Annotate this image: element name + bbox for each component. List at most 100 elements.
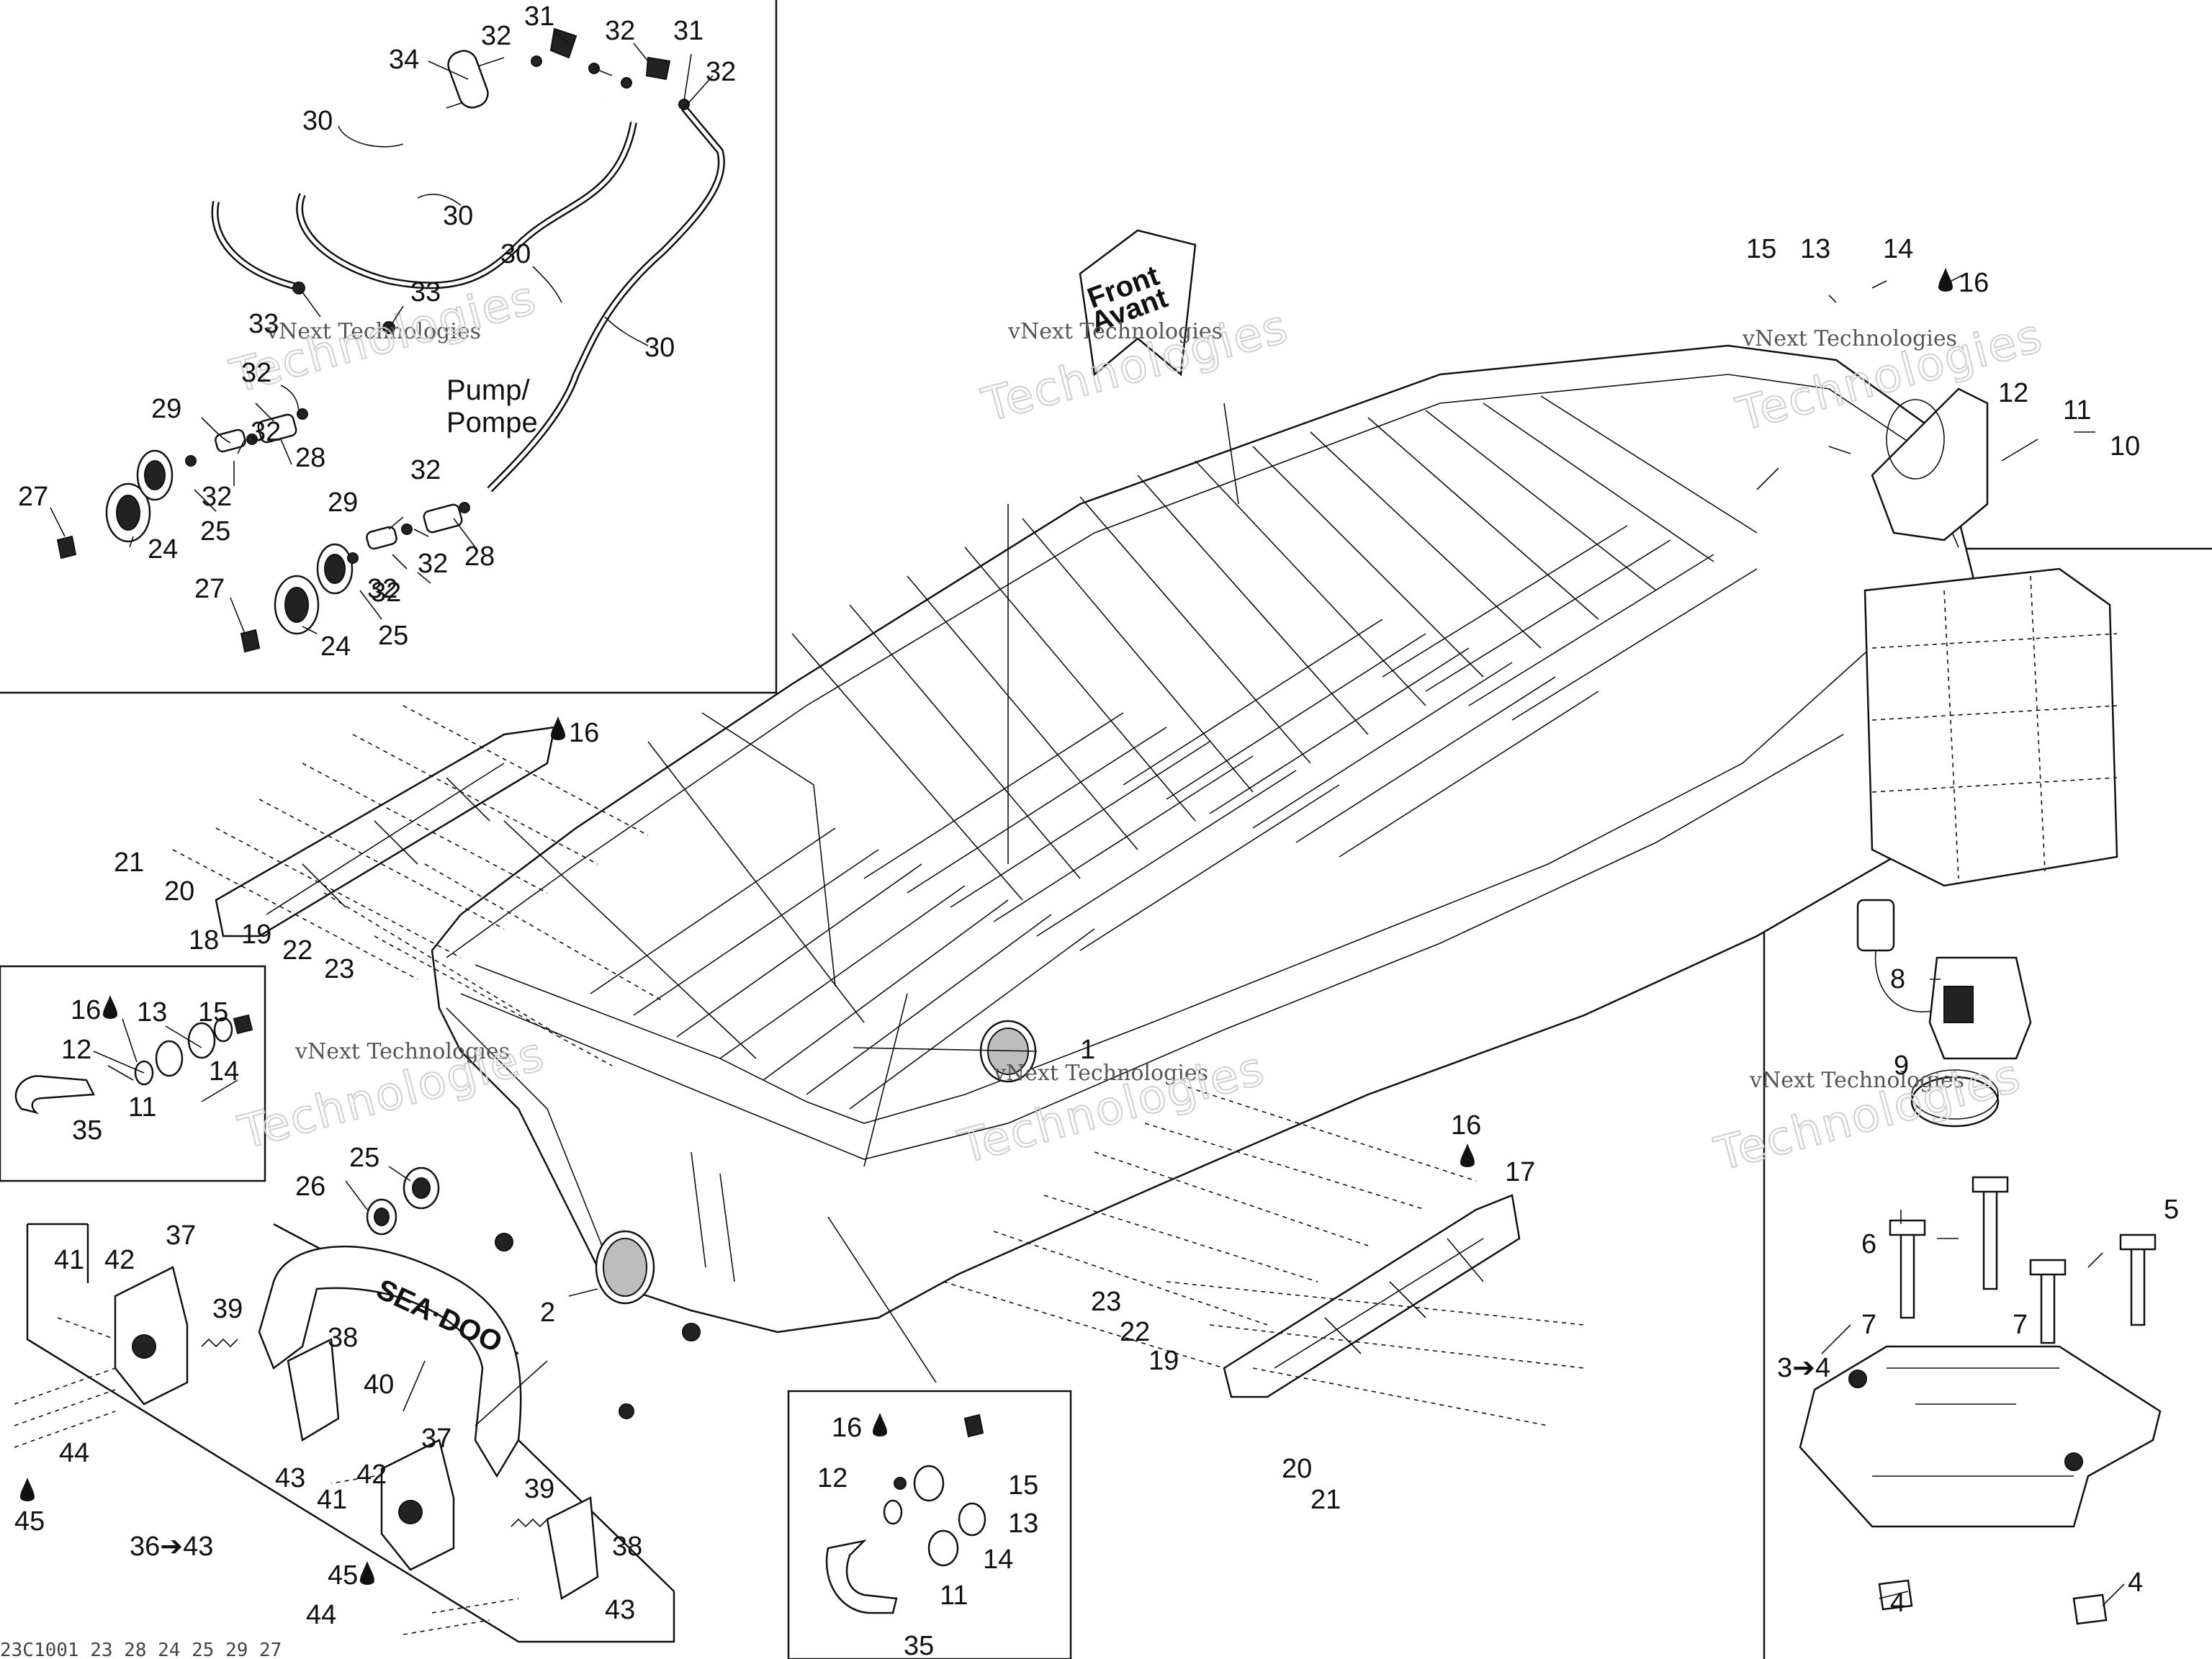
hook-35a xyxy=(14,1075,95,1115)
callout-11: 11 xyxy=(128,1092,156,1123)
bottom-hook-inset-frame xyxy=(787,1390,1072,1659)
callout-12: 12 xyxy=(817,1463,848,1493)
figure-code: 23C1001_23_28_24_25_29_27 xyxy=(0,1640,282,1659)
connector-harness xyxy=(1856,899,1945,1012)
callout-33: 33 xyxy=(248,309,279,339)
callout-15: 15 xyxy=(1008,1470,1038,1501)
callout-44: 44 xyxy=(306,1600,336,1630)
callout-41: 41 xyxy=(54,1245,84,1275)
callout-36-43: 36➔43 xyxy=(130,1532,213,1562)
callout-29: 29 xyxy=(328,487,358,518)
callout-25: 25 xyxy=(200,516,230,547)
callout-13: 13 xyxy=(1800,234,1830,264)
oil-drop-icon xyxy=(873,1413,887,1437)
callout-12: 12 xyxy=(1998,378,2028,408)
watermark-text: vNext Technologies xyxy=(1007,319,1223,344)
watermark-text: vNext Technologies xyxy=(295,1039,510,1064)
watermark-text: vNext Technologies xyxy=(993,1061,1208,1086)
left-intake-grate xyxy=(215,726,556,938)
callout-20: 20 xyxy=(164,876,194,907)
callout-2: 2 xyxy=(540,1298,555,1328)
callout-32: 32 xyxy=(410,455,441,485)
callout-32: 32 xyxy=(706,57,736,87)
callout-31: 31 xyxy=(673,16,703,46)
callout-6: 6 xyxy=(1861,1229,1876,1259)
callout-24: 24 xyxy=(320,631,351,662)
callout-32: 32 xyxy=(241,358,271,388)
callout-41: 41 xyxy=(317,1485,347,1515)
callout-32: 32 xyxy=(605,16,635,46)
callout-32: 32 xyxy=(202,482,232,512)
callout-24: 24 xyxy=(148,534,178,565)
cover-38a xyxy=(287,1338,340,1442)
mount-bolts xyxy=(1889,1176,2157,1344)
hook-hardware-b xyxy=(883,1413,986,1567)
callout-12: 12 xyxy=(61,1035,91,1065)
hull xyxy=(431,344,1989,1334)
callout-35: 35 xyxy=(904,1631,934,1659)
callout-3-4: 3➔4 xyxy=(1777,1353,1830,1383)
oil-drop-icon xyxy=(551,716,565,740)
ecm-connector-8 xyxy=(1928,956,2032,1060)
hook-hardware-a xyxy=(134,1014,253,1086)
ecm-module xyxy=(1863,567,2118,887)
callout-32: 32 xyxy=(418,549,448,579)
callout-9: 9 xyxy=(1894,1051,1909,1081)
callout-21: 21 xyxy=(114,848,144,878)
callout-labels: 31 32 32 31 34 32 30 30 30 30 33 33 32 2… xyxy=(14,1,2179,1659)
oil-drop-icon xyxy=(103,995,117,1019)
bumper-exploded-frame xyxy=(26,1223,675,1643)
callout-30: 30 xyxy=(500,239,531,269)
callout-19: 19 xyxy=(241,920,271,950)
callout-11: 11 xyxy=(2063,395,2091,426)
spring-39a xyxy=(201,1338,238,1348)
callout-14: 14 xyxy=(983,1545,1013,1575)
callout-11: 11 xyxy=(940,1581,968,1611)
callout-30: 30 xyxy=(644,333,675,363)
oil-drop-icons xyxy=(20,268,1953,1585)
callout-38: 38 xyxy=(612,1532,642,1562)
callout-4: 4 xyxy=(1890,1588,1905,1618)
oil-drop-icon xyxy=(1938,268,1953,292)
hook-35b xyxy=(825,1539,898,1614)
hose-assembly xyxy=(56,27,725,653)
pump-label-line2: Pompe xyxy=(446,407,538,439)
outlet-25 xyxy=(403,1166,440,1210)
callout-32: 32 xyxy=(481,21,511,51)
callout-27: 27 xyxy=(194,574,225,604)
callout-30: 30 xyxy=(443,201,473,231)
watermark-text: vNext Technologies xyxy=(1749,1068,1964,1093)
callout-16: 16 xyxy=(832,1413,862,1443)
callout-39: 39 xyxy=(524,1474,554,1504)
callout-14: 14 xyxy=(209,1056,239,1087)
callout-37: 37 xyxy=(421,1424,451,1454)
pump-label-line1: Pump/ xyxy=(446,374,530,406)
callout-40: 40 xyxy=(364,1370,394,1400)
callout-26: 26 xyxy=(295,1172,325,1202)
callout-23: 23 xyxy=(1091,1287,1121,1317)
callout-20: 20 xyxy=(1282,1454,1312,1484)
callout-13: 13 xyxy=(137,997,167,1028)
callout-17: 17 xyxy=(1505,1157,1535,1187)
callout-14: 14 xyxy=(1883,234,1913,264)
callout-32: 32 xyxy=(367,574,397,604)
callout-15: 15 xyxy=(198,997,228,1028)
callout-43: 43 xyxy=(605,1595,635,1625)
callout-32: 32 xyxy=(371,577,401,608)
callout-42: 42 xyxy=(104,1245,135,1275)
callout-28: 28 xyxy=(464,541,495,572)
callout-30: 30 xyxy=(302,106,333,136)
callout-21: 21 xyxy=(1310,1485,1341,1515)
oil-drop-icon xyxy=(1460,1143,1475,1167)
callout-4: 4 xyxy=(2128,1568,2143,1598)
outlet-26 xyxy=(366,1198,397,1236)
callout-16: 16 xyxy=(569,718,599,748)
callout-29: 29 xyxy=(151,394,181,424)
callout-18: 18 xyxy=(189,925,219,956)
callout-38: 38 xyxy=(328,1323,358,1353)
callout-15: 15 xyxy=(1746,234,1776,264)
callout-45: 45 xyxy=(14,1506,45,1537)
callout-31: 31 xyxy=(524,1,554,32)
callout-16: 16 xyxy=(71,995,101,1025)
oil-drop-icon xyxy=(360,1561,374,1585)
